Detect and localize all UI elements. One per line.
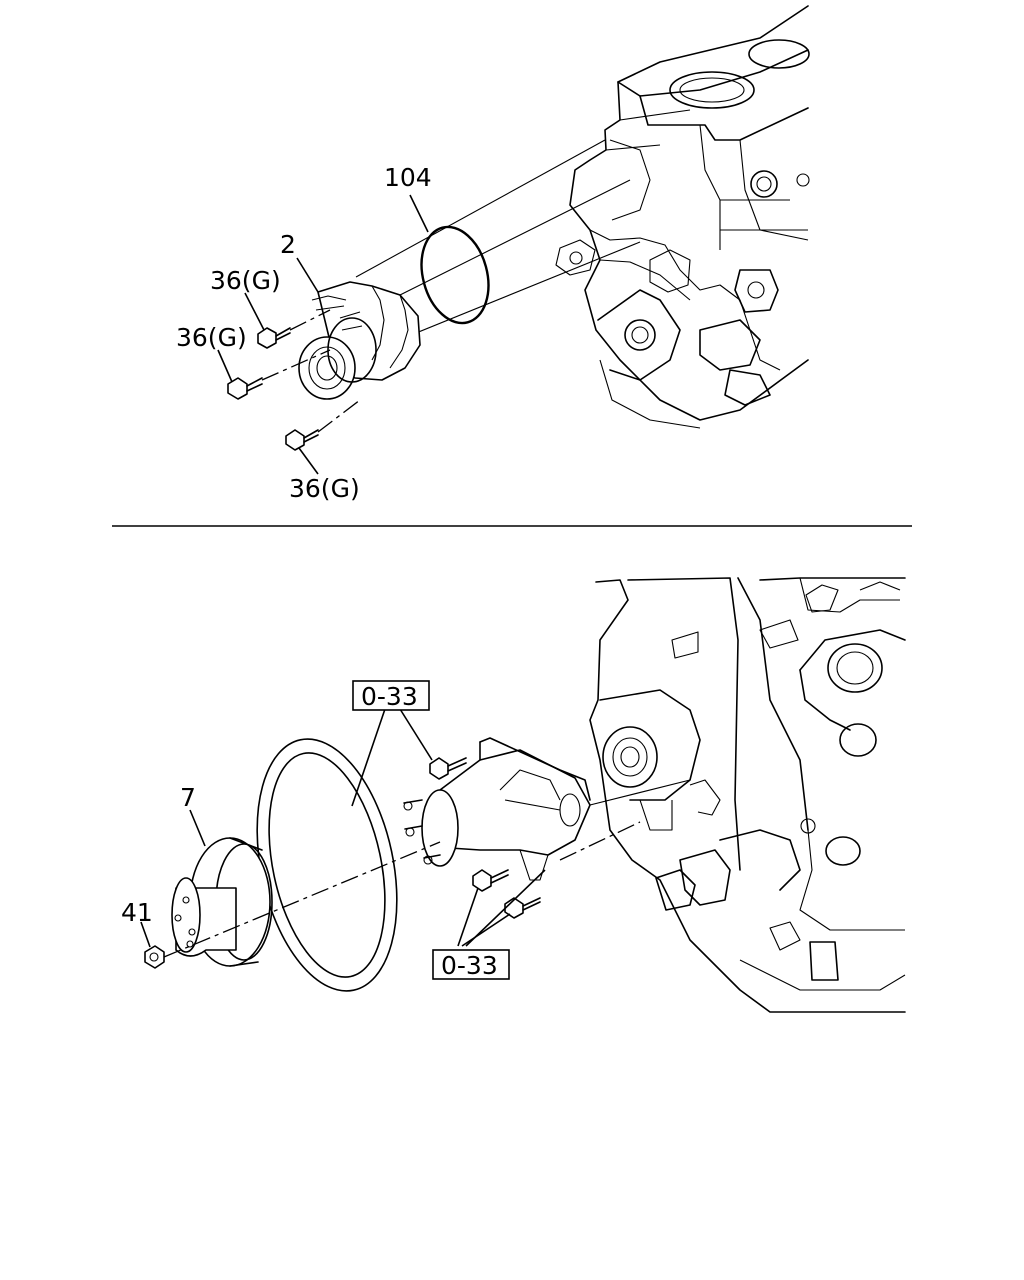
alignment-line-1 xyxy=(355,139,606,278)
leader-41 xyxy=(140,921,151,948)
bolt-middle xyxy=(227,377,263,400)
ref-box-upper-label: 0-33 xyxy=(361,682,418,711)
label-41: 41 xyxy=(121,898,153,927)
bracket-bolt-lower-2 xyxy=(504,897,541,919)
label-104: 104 xyxy=(384,163,432,192)
ref-box-lower xyxy=(432,949,510,980)
leader-ref-upper-bolt xyxy=(399,708,433,761)
label-2: 2 xyxy=(280,230,296,259)
ref-box-lower-label: 0-33 xyxy=(441,951,498,980)
leader-2 xyxy=(296,257,319,293)
water-pump-2 xyxy=(298,281,421,400)
leader-bolt-middle xyxy=(217,349,233,383)
bolt-centerline-middle xyxy=(261,349,331,381)
leader-7 xyxy=(189,809,206,847)
leader-ref-upper-belt xyxy=(351,708,386,807)
leader-104 xyxy=(409,194,429,233)
bracket-bolt-lower-1 xyxy=(472,869,509,892)
nut-41 xyxy=(144,945,165,969)
fan-bracket xyxy=(403,737,591,881)
bolt-centerline-upper xyxy=(289,309,331,331)
bottom-section: 0-33 0-33 7 41 xyxy=(121,577,906,1013)
o-ring-104 xyxy=(420,225,490,325)
leader-ref-lower-3 xyxy=(465,869,546,947)
leader-ref-lower-2 xyxy=(461,913,511,947)
engine-block-top xyxy=(555,5,810,429)
label-36g-lower: 36(G) xyxy=(289,474,360,503)
bracket-bolt-upper xyxy=(429,757,467,780)
label-36g-middle: 36(G) xyxy=(176,323,247,352)
leader-ref-lower-1 xyxy=(457,887,479,947)
bolt-lower xyxy=(285,429,319,451)
top-section: 104 2 36(G) 36(G) 36(G) xyxy=(176,5,810,503)
pulley-axis-line xyxy=(163,841,441,958)
label-7: 7 xyxy=(180,783,196,812)
engine-front-bottom xyxy=(589,577,906,1013)
leader-bolt-lower xyxy=(298,447,319,475)
bracket-axis-line xyxy=(559,821,641,861)
ref-box-upper xyxy=(352,680,430,711)
leader-bolt-upper xyxy=(244,292,265,331)
bracket-to-engine-line xyxy=(589,779,691,806)
alignment-line-2 xyxy=(389,179,631,301)
bolt-centerline-lower xyxy=(317,399,361,433)
label-36g-upper: 36(G) xyxy=(210,266,281,295)
bolt-upper xyxy=(257,327,291,349)
